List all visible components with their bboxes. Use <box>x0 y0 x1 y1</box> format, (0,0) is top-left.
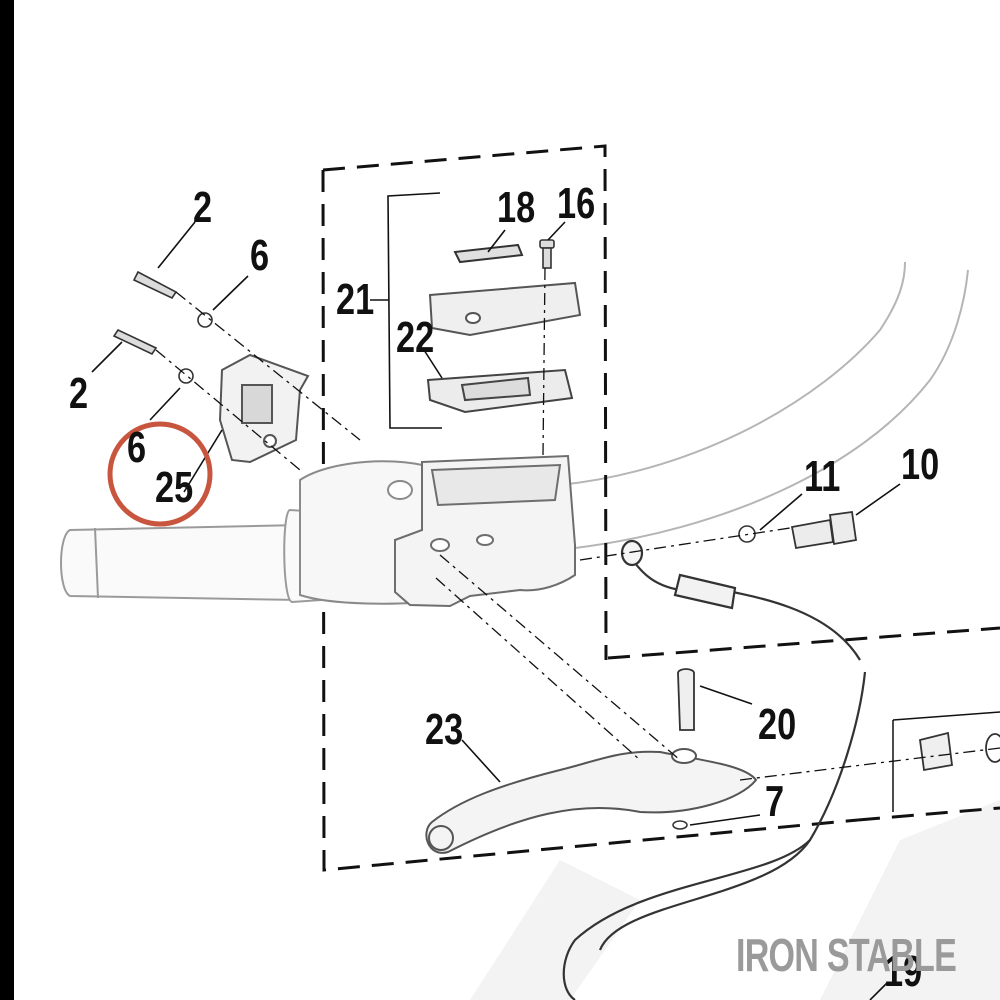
callout-22: 22 <box>396 313 435 362</box>
callout-2-lower: 2 <box>69 369 89 418</box>
assembly-boundary <box>321 144 1000 872</box>
hand-grip <box>60 508 324 604</box>
leader-lines <box>91 221 901 1000</box>
callout-6-lower: 6 <box>127 423 147 472</box>
adjacent-part-box <box>892 711 1000 812</box>
bracket-21 <box>370 192 442 429</box>
cover-screw <box>539 239 555 269</box>
callout-19: 19 <box>884 947 923 996</box>
reservoir-cover <box>428 281 582 337</box>
pivot-pin <box>677 668 695 731</box>
callout-10: 10 <box>901 440 940 489</box>
callout-18: 18 <box>497 183 536 232</box>
page-edge-bar <box>0 0 14 1000</box>
master-cylinder <box>394 454 576 608</box>
washers <box>178 312 756 543</box>
callout-25: 25 <box>155 463 194 512</box>
callout-21: 21 <box>336 275 375 324</box>
handlebar <box>559 261 969 549</box>
background-watermark-shapes <box>470 800 1000 1000</box>
retaining-clip <box>672 820 688 830</box>
callout-2-upper: 2 <box>193 183 213 232</box>
brake-line <box>562 539 867 1000</box>
highlight-circle <box>107 421 213 527</box>
callout-20: 20 <box>758 700 797 749</box>
housing-screws <box>112 270 178 356</box>
callout-16: 16 <box>557 179 596 228</box>
label-plate <box>453 243 524 264</box>
adjacent-fitting <box>919 731 1000 772</box>
alignment-lines <box>155 267 1000 781</box>
callout-7: 7 <box>765 777 785 826</box>
switch-cover <box>218 353 310 464</box>
callout-23: 23 <box>425 705 464 754</box>
callout-11: 11 <box>804 452 841 501</box>
brake-lever <box>425 748 758 854</box>
watermark-text: IRON STABLE <box>736 929 957 981</box>
banjo-bolt <box>790 510 858 550</box>
callout-6-upper: 6 <box>250 231 270 280</box>
diaphragm <box>426 368 574 414</box>
